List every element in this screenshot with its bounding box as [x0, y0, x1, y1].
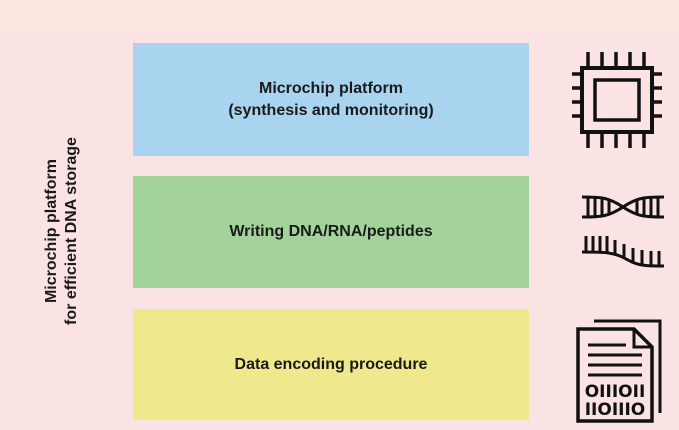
- top-strip: [0, 0, 679, 32]
- writing-dna-box: Writing DNA/RNA/peptides: [133, 176, 529, 288]
- microchip-platform-sublabel: (synthesis and monitoring): [228, 101, 434, 119]
- microchip-platform-label: Microchip platform: [258, 79, 403, 97]
- microchip-icon: [572, 52, 662, 148]
- writing-dna-label: Writing DNA/RNA/peptides: [229, 223, 433, 240]
- microchip-platform-box: Microchip platform (synthesis and monito…: [133, 43, 529, 156]
- binary-row-2: IIOIIIO: [585, 400, 646, 420]
- side-title-line2: for efficient DNA storage: [63, 137, 80, 325]
- data-encoding-box: Data encoding procedure: [133, 309, 529, 420]
- dna-double-helix-icon: [581, 195, 665, 219]
- side-title-line1: Microchip platform: [43, 159, 60, 304]
- side-title: Microchip platform for efficient DNA sto…: [42, 137, 82, 325]
- binary-row-1: OIIIOII: [585, 382, 646, 402]
- single-strand-icon: [581, 236, 665, 268]
- data-encoding-label: Data encoding procedure: [234, 355, 428, 373]
- binary-document-icon: OIIIOII IIOIIIO: [576, 319, 662, 423]
